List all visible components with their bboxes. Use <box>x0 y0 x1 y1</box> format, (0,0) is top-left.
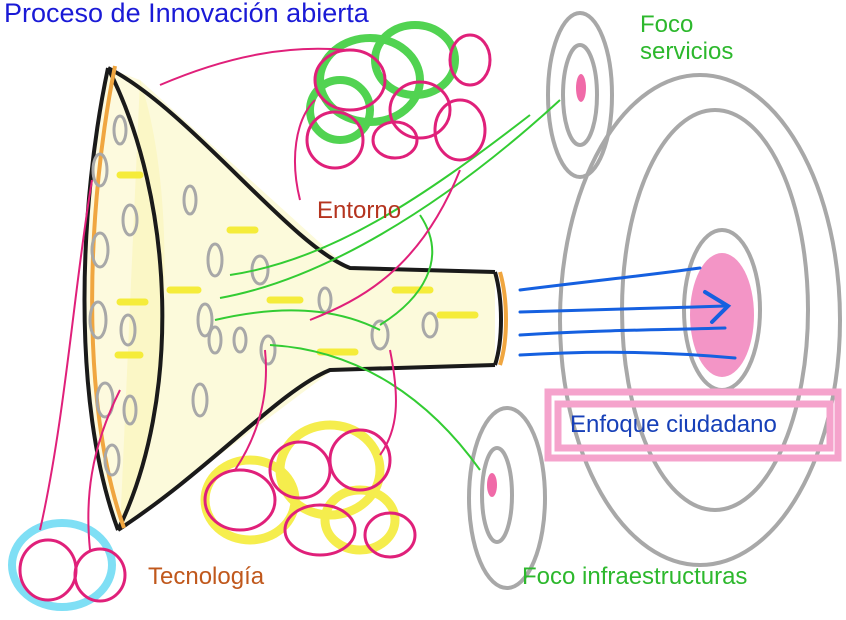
funnel-hole <box>196 302 214 338</box>
magenta-scribble <box>305 110 365 170</box>
citizen-focus-band-inner <box>554 400 834 452</box>
output-arrow-head <box>703 290 732 324</box>
magenta-connectors <box>39 47 461 551</box>
focus-targets <box>467 11 842 590</box>
magenta-scribble <box>203 468 277 532</box>
funnel-holes <box>88 114 439 477</box>
magenta-scribble <box>433 98 487 162</box>
funnel-hole <box>182 184 198 216</box>
funnel-hole <box>103 443 121 477</box>
funnel-hole <box>207 325 223 355</box>
bottom-target-inner-ring <box>480 446 514 544</box>
citizen-focus-band <box>544 388 842 462</box>
green-line <box>269 344 481 471</box>
entorno-label: Entorno <box>317 197 402 224</box>
funnel-hole <box>259 334 277 366</box>
magenta-line <box>309 169 461 321</box>
magenta-line <box>294 99 316 201</box>
funnel-hole <box>95 381 115 419</box>
funnel-hole <box>191 382 209 418</box>
diagram-title: Proceso de Innovación abierta <box>4 0 369 28</box>
funnel-hole <box>112 114 128 146</box>
funnel-hole <box>421 311 439 339</box>
yellow-scribble <box>320 485 400 555</box>
funnel-bottom-edge <box>116 363 496 532</box>
magenta-scribble <box>371 120 419 160</box>
magenta-scribble <box>448 33 492 87</box>
top-target-center <box>576 74 586 102</box>
magenta-line <box>39 179 93 531</box>
magenta-scribble <box>73 547 127 603</box>
foco-servicios-line-2: servicios <box>640 37 734 65</box>
top-target-inner-ring <box>561 43 599 147</box>
output-arrow-line <box>518 266 702 292</box>
funnel-hole <box>121 203 139 237</box>
magenta-scribble <box>18 538 78 602</box>
foco-servicios-label: Foco servicios <box>640 11 734 66</box>
magenta-line <box>234 349 267 471</box>
magenta-scribble <box>313 48 387 112</box>
funnel-mouth-right-edge <box>106 67 165 531</box>
tecnologia-label: Tecnología <box>148 563 265 590</box>
magenta-line <box>87 389 121 551</box>
tecnologia-scribbles <box>200 420 417 559</box>
output-arrow-line <box>518 350 737 360</box>
funnel-yellow-marks <box>114 171 479 359</box>
green-line <box>219 99 561 299</box>
citizen-focus-center <box>690 253 754 377</box>
magenta-line <box>159 47 346 86</box>
foco-infraestructuras-label: Foco infraestructuras <box>522 563 748 590</box>
funnel-hole <box>122 394 138 426</box>
funnel-body-fill <box>120 80 495 530</box>
target-centers <box>487 74 754 497</box>
citizen-focus-band-outer <box>544 388 842 462</box>
funnel-spout-end <box>493 271 503 366</box>
magenta-scribble <box>363 511 417 559</box>
funnel-hole <box>90 231 110 269</box>
top-target-outer-ring <box>546 11 614 179</box>
bottom-left-scribbles <box>8 519 127 611</box>
green-scribble <box>306 76 374 144</box>
magenta-scribble <box>268 440 332 500</box>
magenta-scribble <box>283 503 357 557</box>
funnel-hole <box>88 300 108 340</box>
funnel-hole <box>91 152 109 188</box>
entorno-scribbles <box>305 21 492 170</box>
foco-servicios-line-1: Foco <box>640 11 694 38</box>
green-inflow-lines <box>214 99 561 471</box>
output-arrows <box>518 266 737 360</box>
funnel-hole <box>206 242 224 278</box>
cyan-scribble <box>8 519 116 611</box>
output-arrow-line <box>518 326 727 337</box>
enfoque-ciudadano-label: Enfoque ciudadano <box>570 411 777 438</box>
magenta-scribble <box>328 428 392 492</box>
green-line <box>214 309 381 331</box>
funnel-mouth-left-edge <box>82 67 120 531</box>
funnel-hole <box>370 319 390 351</box>
bottom-target-center <box>487 473 497 497</box>
funnel-hole <box>232 326 248 354</box>
green-line <box>229 114 531 276</box>
large-target-outer-ring <box>558 73 842 567</box>
bottom-target-outer-ring <box>467 406 547 590</box>
funnel-hole <box>119 313 137 347</box>
magenta-line <box>379 349 397 456</box>
output-arrow-line <box>518 304 727 314</box>
magenta-scribble <box>388 80 452 140</box>
